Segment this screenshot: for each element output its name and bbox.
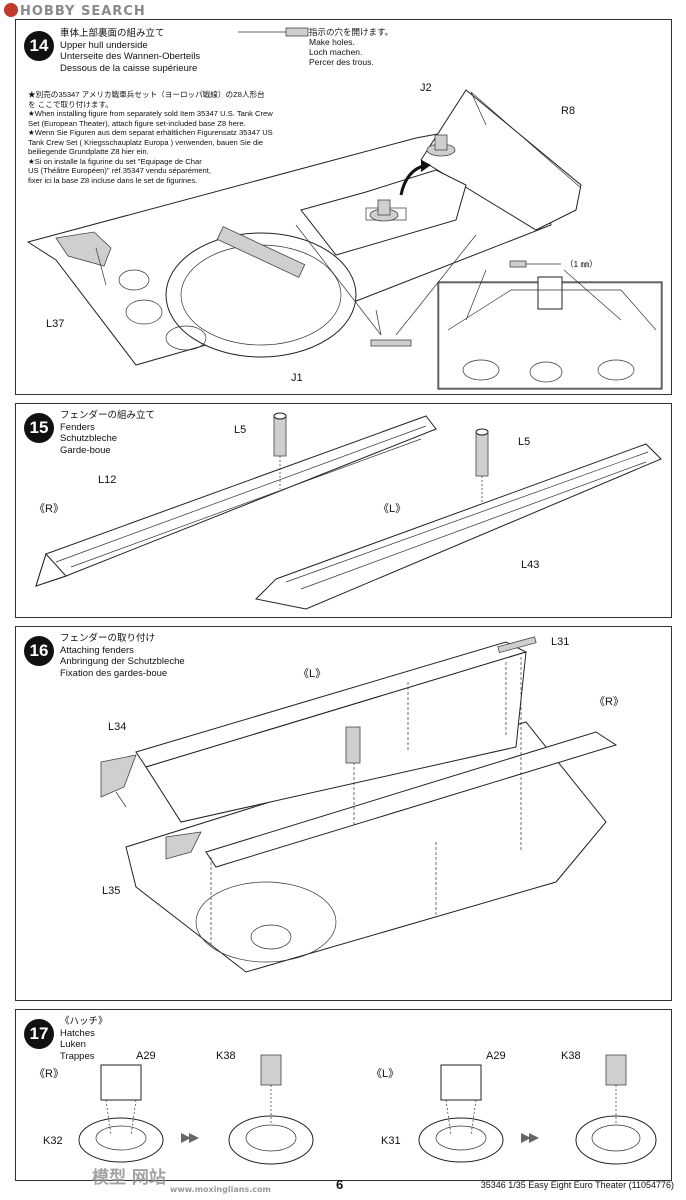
- side-label-left: 《L》: [298, 668, 327, 680]
- drill-size-label: （1 ㎜）: [565, 259, 598, 269]
- part-label-l5-right: L5: [234, 424, 247, 436]
- title-de: Luken: [60, 1039, 86, 1050]
- side-label-right: 《R》: [34, 503, 64, 515]
- watermark-url: www.moxinglians.com: [170, 1185, 271, 1194]
- step-title: フェンダーの取り付け Attaching fenders Anbringung …: [60, 633, 185, 679]
- title-fr: Dessous de la caisse supérieure: [60, 62, 198, 74]
- step-number-badge: 15: [24, 413, 54, 443]
- fender-assembly-drawing: [35, 412, 662, 610]
- part-label-l43: L43: [521, 559, 540, 571]
- part-label-k31: K31: [381, 1135, 401, 1147]
- hatch-assembly-drawing: [78, 1054, 657, 1165]
- title-jp: 《ハッチ》: [60, 1016, 108, 1027]
- note-line: US (Théâtre Européen)" réf.35347 vendu s…: [28, 166, 211, 175]
- title-de: Schutzbleche: [60, 433, 118, 444]
- title-en: Hatches: [60, 1027, 95, 1039]
- watermark-text: HOBBY SEARCH: [20, 4, 146, 19]
- page-footer: 6 35346 1/35 Easy Eight Euro Theater (11…: [0, 1177, 686, 1198]
- watermark-bottom: 模型 网站: [92, 1168, 166, 1188]
- note-line: fixer ici la base Z8 incluse dans le set…: [28, 175, 198, 185]
- part-label-l35: L35: [102, 885, 121, 897]
- step-title: 《ハッチ》 Hatches Luken Trappes: [60, 1016, 108, 1062]
- step-number-badge: 17: [24, 1019, 54, 1049]
- title-jp: 車体上部裏面の組み立て: [60, 28, 165, 39]
- page-number: 6: [336, 1177, 344, 1192]
- drill-de: Loch machen.: [309, 47, 363, 57]
- title-en: Attaching fenders: [60, 644, 134, 656]
- watermark-logo: HOBBY SEARCH: [4, 3, 146, 19]
- upper-hull-drawing: [26, 27, 663, 390]
- part-label-l5-left: L5: [518, 436, 531, 448]
- title-en: Fenders: [60, 421, 95, 433]
- part-label-l37: L37: [46, 318, 65, 330]
- note-line: を ここで取り付けます。: [28, 99, 113, 109]
- drill-en: Make holes.: [309, 37, 355, 47]
- part-label-a29-right: A29: [136, 1050, 156, 1062]
- step-16-panel: 16 フェンダーの取り付け Attaching fenders Anbringu…: [15, 626, 672, 1001]
- side-label-left: 《L》: [371, 1068, 400, 1080]
- title-fr: Trappes: [60, 1050, 95, 1062]
- title-jp: フェンダーの組み立て: [60, 410, 156, 421]
- drill-fr: Percer des trous.: [309, 57, 374, 67]
- part-label-k38-right: K38: [216, 1050, 236, 1062]
- part-label-r8: R8: [561, 105, 576, 117]
- note-line: Set (European Theater), attach figure se…: [28, 118, 246, 128]
- part-label-l31: L31: [551, 636, 570, 648]
- note-line: ★When installing figure from separately …: [28, 109, 273, 118]
- part-label-a29-left: A29: [486, 1050, 506, 1062]
- step-title: フェンダーの組み立て Fenders Schutzbleche Garde-bo…: [60, 410, 155, 456]
- title-de: Anbringung der Schutzbleche: [60, 656, 185, 667]
- title-fr: Garde-boue: [60, 444, 111, 456]
- drill-instruction: 指示の穴を開けます。 Make holes. Loch machen. Perc…: [309, 27, 393, 67]
- title-en: Upper hull underside: [60, 39, 148, 51]
- figure-base-note: ★別売の35347 アメリカ戦車兵セット（ヨーロッパ戦線）のZ8人形台 を ここ…: [28, 90, 318, 185]
- logo-circle-icon: [4, 3, 18, 17]
- part-label-k38-left: K38: [561, 1050, 581, 1062]
- note-line: ★別売の35347 アメリカ戦車兵セット（ヨーロッパ戦線）のZ8人形台: [28, 90, 265, 99]
- part-label-l34: L34: [108, 721, 127, 733]
- step-number-badge: 14: [24, 31, 54, 61]
- note-line: beiliegende Grundplatte Z8 hier ein.: [28, 147, 149, 156]
- step-17-panel: 17 《ハッチ》 Hatches Luken Trappes 《R》 《L》: [15, 1009, 672, 1181]
- side-label-left: 《L》: [378, 503, 407, 515]
- part-label-l12: L12: [98, 474, 117, 486]
- note-line: ★Wenn Sie Figuren aus dem separat erhält…: [28, 128, 273, 137]
- part-label-j1: J1: [291, 372, 303, 384]
- fender-attach-drawing: [100, 636, 618, 973]
- title-de: Unterseite des Wannen-Oberteils: [60, 51, 201, 62]
- title-fr: Fixation des gardes-boue: [60, 667, 168, 679]
- title-jp: フェンダーの取り付け: [60, 633, 156, 644]
- note-line: ★Si on installe la figurine du set "Equi…: [28, 156, 202, 166]
- side-label-right: 《R》: [34, 1068, 64, 1080]
- step-title: 車体上部裏面の組み立て Upper hull underside Unterse…: [60, 28, 200, 74]
- step-14-panel: 14 車体上部裏面の組み立て Upper hull underside Unte…: [15, 19, 672, 395]
- catalog-info: 35346 1/35 Easy Eight Euro Theater (1105…: [480, 1180, 674, 1190]
- part-label-k32: K32: [43, 1135, 63, 1147]
- step-15-panel: 15 フェンダーの組み立て Fenders Schutzbleche Garde…: [15, 403, 672, 618]
- step-number-badge: 16: [24, 636, 54, 666]
- drill-jp: 指示の穴を開けます。: [309, 27, 394, 37]
- note-line: Tank Crew Set ( Kriegsschauplatz Europa …: [28, 137, 264, 147]
- part-label-j2: J2: [420, 82, 432, 94]
- drill-bit-icon: [238, 27, 309, 37]
- side-label-right: 《R》: [594, 696, 624, 708]
